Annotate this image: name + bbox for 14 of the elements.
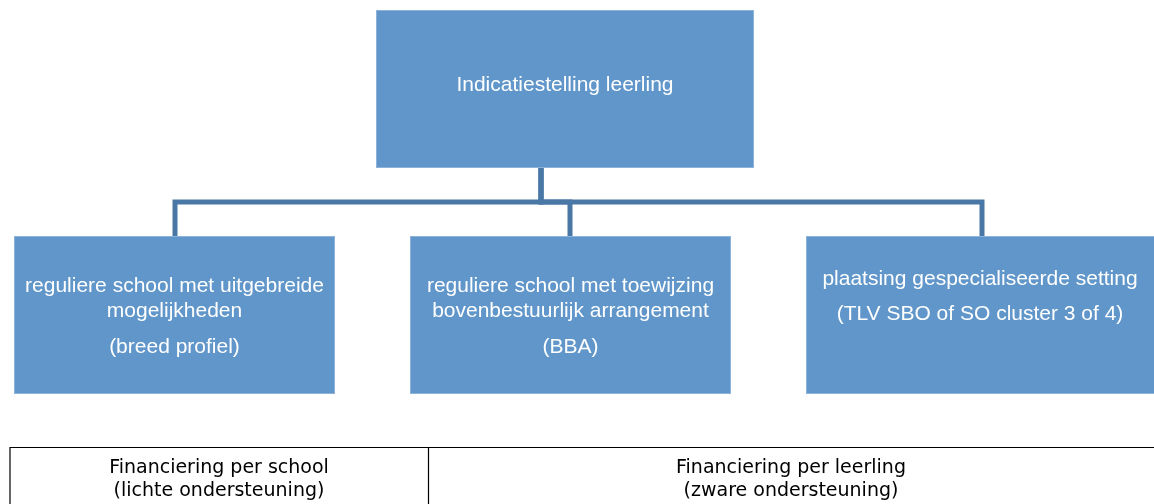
node-note: (BBA) bbox=[542, 332, 599, 358]
node-label: reguliere school met uitgebreide mogelijkheden bbox=[24, 272, 325, 323]
table-cell-text: Financiering per leerling (zware ondersteuning) bbox=[675, 455, 907, 501]
root-box bbox=[376, 10, 754, 168]
node-note: (TLV SBO of SO cluster 3 of 4) bbox=[836, 300, 1124, 326]
node-label: Indicatiestelling leerling bbox=[456, 71, 674, 97]
node-note: (breed profiel) bbox=[109, 332, 240, 358]
option-box bbox=[806, 236, 1154, 394]
table-cell-text: Financiering per school (lichte ondersteuning) bbox=[108, 455, 330, 501]
option-box bbox=[410, 236, 731, 394]
node-label: reguliere school met toewijzing bovenbestuurlijk arrangement bbox=[425, 272, 716, 323]
connector-line bbox=[538, 168, 985, 236]
node-label: plaatsing gespecialiseerde setting bbox=[822, 264, 1138, 290]
option-box bbox=[14, 236, 335, 394]
